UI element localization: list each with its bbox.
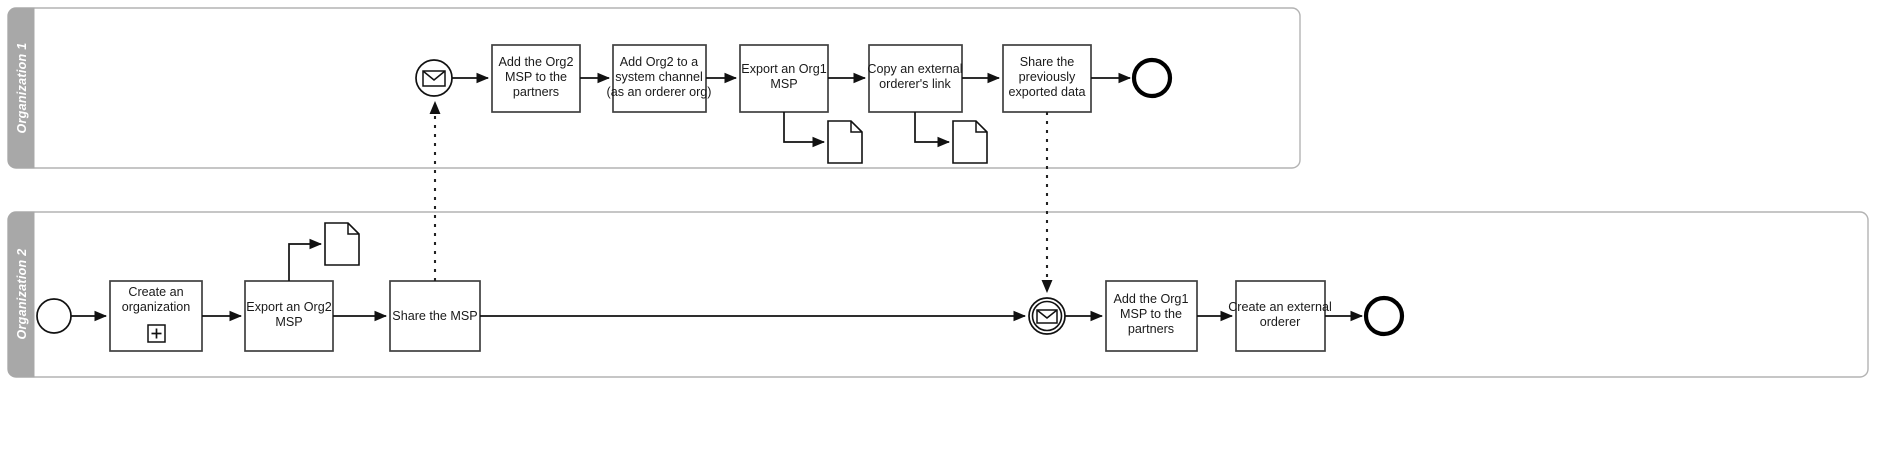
pool-organization-2-label: Organization 2 <box>15 248 29 339</box>
end-event-org1[interactable] <box>1131 57 1173 99</box>
task-create-an-external-orderer-box <box>1235 280 1326 352</box>
start-event-org2[interactable] <box>36 298 72 334</box>
data-object-orderer-link-shape <box>952 120 988 164</box>
task-share-previously-exported-data-line3: exported data <box>1008 85 1085 99</box>
task-add-org2-msp-to-partners-line1: Add the Org2 <box>499 55 574 69</box>
start-event-org2-circle <box>36 298 72 334</box>
message-start-event[interactable] <box>415 59 453 97</box>
task-create-an-organization-line1: Create an <box>128 285 183 299</box>
end-event-org1-circle <box>1131 57 1173 99</box>
data-object-org2-msp-shape <box>324 222 360 266</box>
task-copy-external-orderer-link[interactable]: Copy an external orderer's link <box>867 44 963 113</box>
intermediate-message-catch-event-inner <box>1031 300 1063 332</box>
data-object-orderer-link-fold <box>975 121 987 133</box>
association-t3-to-data-org1-msp <box>783 112 826 148</box>
task-add-org1-msp-to-partners-line3: partners <box>1128 322 1174 336</box>
association-b2-to-data-org2-msp <box>288 238 323 281</box>
task-add-org2-msp-to-partners-box <box>491 44 581 113</box>
task-add-org1-msp-to-partners-line1: Add the Org1 <box>1114 292 1189 306</box>
task-add-org2-to-system-channel-line2: system channel <box>615 70 703 84</box>
pool-organization-1-header <box>7 7 35 169</box>
data-object-org1-msp[interactable] <box>827 120 863 164</box>
envelope-flap-icon-2 <box>1036 309 1058 319</box>
task-share-previously-exported-data[interactable]: Share the previously exported data <box>1002 44 1092 113</box>
association-t4-to-data-orderer-link <box>914 112 951 148</box>
task-create-an-organization-box <box>109 280 203 352</box>
data-object-orderer-link[interactable] <box>952 120 988 164</box>
task-export-org1-msp[interactable]: Export an Org1 MSP <box>739 44 829 113</box>
end-event-org2-circle <box>1363 295 1405 337</box>
task-export-org2-msp-line1: Export an Org2 <box>246 300 331 314</box>
data-object-org1-msp-shape <box>827 120 863 164</box>
task-copy-external-orderer-link-line2: orderer's link <box>879 77 951 91</box>
task-add-org2-to-system-channel[interactable]: Add Org2 to a system channel (as an orde… <box>607 44 712 113</box>
task-share-the-msp-box <box>389 280 481 352</box>
task-add-org2-to-system-channel-line1: Add Org2 to a <box>620 55 698 69</box>
task-export-org1-msp-line1: Export an Org1 <box>741 62 826 76</box>
task-add-org2-msp-to-partners-line3: partners <box>513 85 559 99</box>
task-export-org2-msp-line2: MSP <box>275 315 302 329</box>
task-share-the-msp[interactable]: Share the MSP <box>389 280 481 352</box>
task-create-an-organization[interactable]: Create an organization <box>109 280 203 352</box>
task-add-org2-msp-to-partners-line2: MSP to the <box>505 70 567 84</box>
task-export-org2-msp[interactable]: Export an Org2 MSP <box>244 280 334 352</box>
task-add-org2-to-system-channel-line3: (as an orderer org) <box>607 85 712 99</box>
task-add-org1-msp-to-partners[interactable]: Add the Org1 MSP to the partners <box>1105 280 1198 352</box>
envelope-flap-icon <box>422 70 446 81</box>
task-export-org1-msp-line2: MSP <box>770 77 797 91</box>
task-add-org2-msp-to-partners[interactable]: Add the Org2 MSP to the partners <box>491 44 581 113</box>
data-object-org2-msp[interactable] <box>324 222 360 266</box>
task-share-previously-exported-data-line2: previously <box>1019 70 1076 84</box>
data-object-org2-msp-fold <box>347 223 359 235</box>
task-create-an-external-orderer-line2: orderer <box>1260 315 1301 329</box>
pool-organization-2-header <box>7 211 35 378</box>
collapsed-subprocess-marker-icon <box>147 324 166 343</box>
task-create-an-organization-line2: organization <box>122 300 191 314</box>
task-share-previously-exported-data-line1: Share the <box>1020 55 1075 69</box>
task-copy-external-orderer-link-line1: Copy an external <box>867 62 962 76</box>
end-event-org2[interactable] <box>1363 295 1405 337</box>
task-add-org2-to-system-channel-box <box>612 44 707 113</box>
task-copy-external-orderer-link-box <box>868 44 963 113</box>
task-share-the-msp-line1: Share the MSP <box>392 309 477 323</box>
intermediate-message-catch-event[interactable] <box>1028 297 1066 335</box>
task-add-org1-msp-to-partners-box <box>1105 280 1198 352</box>
data-object-org1-msp-fold <box>850 121 862 133</box>
task-export-org2-msp-box <box>244 280 334 352</box>
task-create-an-external-orderer[interactable]: Create an external orderer <box>1228 280 1332 352</box>
task-create-an-external-orderer-line1: Create an external <box>1228 300 1332 314</box>
task-export-org1-msp-box <box>739 44 829 113</box>
task-add-org1-msp-to-partners-line2: MSP to the <box>1120 307 1182 321</box>
pool-organization-1-label: Organization 1 <box>15 42 29 133</box>
task-share-previously-exported-data-box <box>1002 44 1092 113</box>
